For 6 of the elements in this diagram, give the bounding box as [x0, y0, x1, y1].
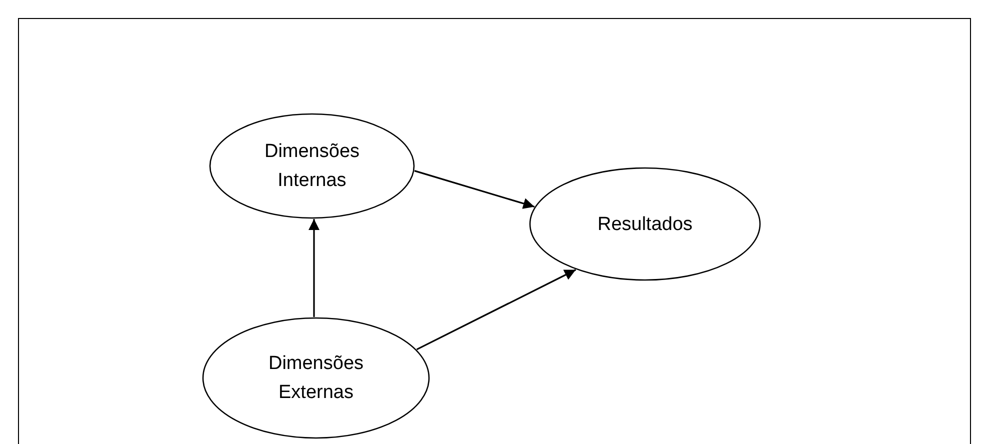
- node-label: Dimensões Externas: [267, 352, 365, 405]
- arrow: [414, 170, 535, 209]
- arrow: [308, 219, 320, 317]
- arrow: [416, 269, 576, 350]
- node-label: Dimensões Internas: [263, 140, 361, 193]
- node-label: Resultados: [596, 212, 694, 236]
